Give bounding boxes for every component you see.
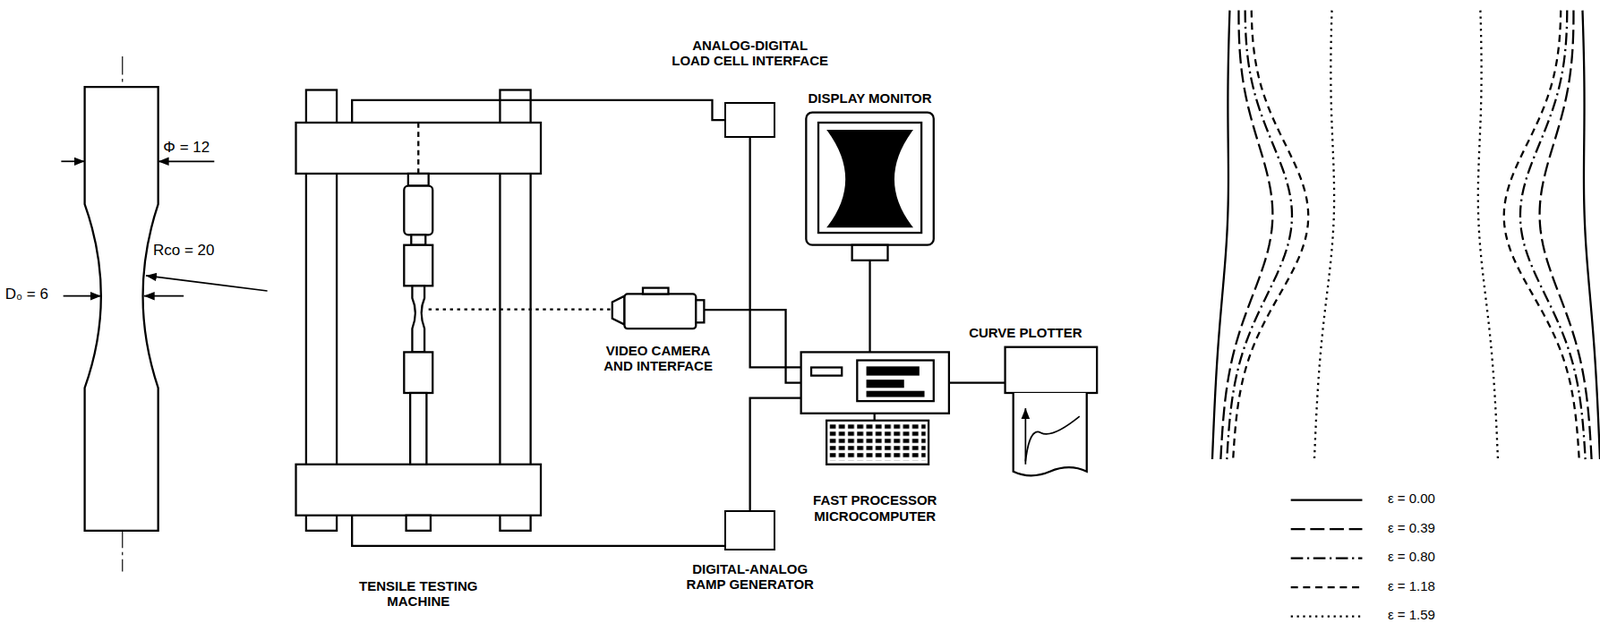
- interface-box: ANALOG-DIGITAL LOAD CELL INTERFACE: [724, 102, 776, 138]
- legend-label: ε = 0.80: [1387, 549, 1436, 565]
- microcomputer: FAST PROCESSOR MICROCOMPUTER: [801, 351, 950, 413]
- front-panel: [856, 360, 933, 403]
- legend-sample: [1291, 499, 1363, 502]
- profile-curve: [1232, 10, 1309, 460]
- specimen-outline: [85, 86, 159, 531]
- node-label: VIDEO CAMERA AND INTERFACE: [598, 342, 719, 375]
- legend-sample: [1291, 586, 1363, 589]
- camera-lens: [612, 296, 625, 326]
- testing-machine-drawing: [296, 90, 611, 531]
- pull-rod: [410, 393, 427, 465]
- plotter-paper: [1013, 393, 1087, 476]
- signal-wire: [750, 398, 802, 511]
- drive-slot: [867, 392, 925, 397]
- drive-slot: [867, 380, 904, 387]
- curve-plotter: CURVE PLOTTER: [1005, 346, 1098, 480]
- neck-image: [828, 130, 911, 227]
- legend-label: ε = 1.18: [1387, 579, 1436, 595]
- keyboard-keys: [829, 423, 926, 461]
- profile-curve: [1314, 10, 1335, 460]
- node-label: CURVE PLOTTER: [953, 325, 1097, 341]
- grip: [403, 245, 433, 287]
- signal-wire: [949, 381, 1006, 384]
- node-label: TENSILE TESTING MACHINE: [350, 578, 486, 610]
- neck-profiles: [1212, 10, 1600, 460]
- plot-curve: [1025, 416, 1079, 462]
- monitor-case: [805, 112, 933, 246]
- video-camera: VIDEO CAMERA AND INTERFACE: [612, 289, 705, 332]
- node-label: DIGITAL-ANALOG RAMP GENERATOR: [678, 561, 822, 593]
- monitor-stand: [852, 245, 889, 261]
- computer-unit: [801, 351, 950, 413]
- legend-label: ε = 0.00: [1387, 491, 1436, 507]
- specimen-drawing: [60, 56, 267, 573]
- camera-drawing: [612, 288, 705, 330]
- computer-drawing: [801, 351, 950, 464]
- coupling: [408, 173, 429, 187]
- plotter-head: [1005, 347, 1098, 394]
- dimension-line: [144, 295, 184, 298]
- axis-line: [417, 122, 420, 174]
- plotter-drawing: [1005, 347, 1098, 477]
- ramp-generator-box: DIGITAL-ANALOG RAMP GENERATOR: [724, 510, 776, 552]
- drive-slot: [867, 367, 919, 375]
- legend-label: ε = 1.59: [1387, 607, 1436, 624]
- display-monitor: DISPLAY MONITOR: [805, 111, 933, 260]
- dimension-label: Φ = 12: [162, 139, 210, 157]
- dimension-label: D₀ = 6: [5, 286, 49, 304]
- signal-wire: [351, 100, 725, 123]
- legend-sample: [1291, 556, 1363, 559]
- legend-label: ε = 0.39: [1387, 521, 1436, 537]
- load-cell: [403, 186, 433, 236]
- crosshead: [296, 122, 542, 174]
- profile-curve: [1504, 10, 1580, 460]
- dimension-line: [63, 295, 102, 298]
- profile-curve: [1220, 10, 1273, 460]
- node-label: ANALOG-DIGITAL LOAD CELL INTERFACE: [667, 37, 833, 69]
- legend-sample: [1291, 615, 1363, 617]
- coupling: [410, 234, 426, 245]
- monitor-screen: [818, 122, 922, 233]
- dimension-line: [158, 160, 215, 163]
- specimen: [411, 285, 425, 352]
- testing-machine: TENSILE TESTING MACHINE: [296, 122, 542, 516]
- switch: [811, 367, 842, 376]
- grip: [403, 351, 433, 394]
- legend-sample: [1291, 528, 1363, 531]
- radius-label: Rco = 20: [153, 242, 215, 260]
- signal-wire: [351, 515, 725, 547]
- camera-body: [624, 293, 696, 329]
- node-label: DISPLAY MONITOR: [794, 90, 947, 106]
- keyboard: [826, 420, 929, 465]
- radius-leader: [145, 275, 268, 291]
- camera-back: [695, 299, 704, 323]
- signal-wire: [750, 137, 802, 368]
- profile-curve: [1478, 10, 1498, 460]
- monitor-drawing: [805, 112, 933, 261]
- signal-wire: [703, 309, 801, 383]
- keyboard-cable: [873, 413, 876, 421]
- signal-wire: [868, 260, 871, 353]
- dimension-line: [60, 160, 85, 163]
- node-label: FAST PROCESSOR MICROCOMPUTER: [805, 492, 945, 524]
- legend-samples: [1291, 500, 1363, 617]
- crosshead: [296, 464, 542, 516]
- sight-line: [428, 308, 611, 310]
- camera-viewfinder: [642, 288, 668, 295]
- foot: [406, 515, 431, 531]
- profile-curve: [1540, 10, 1592, 460]
